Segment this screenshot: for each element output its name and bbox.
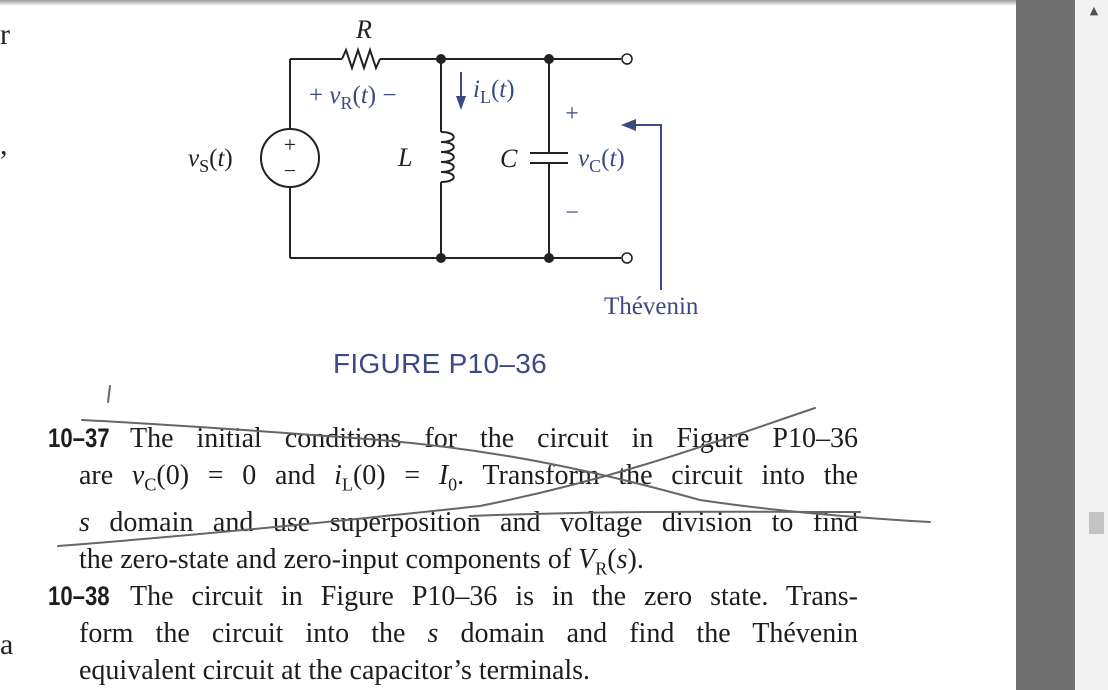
source-minus: −	[284, 158, 296, 183]
inductor-label: L	[397, 143, 412, 172]
thevenin-pointer	[632, 124, 662, 290]
problem-text-line: the zero-state and zero-input components…	[79, 543, 644, 579]
problem-text-line: s domain and use superposition and volta…	[79, 506, 858, 538]
source-voltage-label: vS(t)	[188, 145, 233, 176]
inductor-current-label: iL(t)	[473, 76, 515, 107]
thevenin-label: Thévenin	[604, 293, 699, 320]
source-plus: +	[284, 132, 296, 157]
resistor-symbol	[341, 46, 381, 72]
resistor-voltage-label: + vR(t) −	[309, 82, 396, 113]
margin-fragment-bottom: a	[0, 628, 14, 661]
inductor-symbol	[440, 131, 455, 183]
thevenin-arrowhead	[621, 119, 636, 131]
problem-number: 10–37	[48, 423, 110, 453]
scrollbar-thumb[interactable]	[1089, 512, 1104, 534]
circuit-nodes	[436, 54, 554, 263]
capacitor-plus: +	[565, 101, 579, 127]
scrollbar-gutter[interactable]	[1075, 0, 1108, 690]
problem-number: 10–38	[48, 581, 110, 611]
problem-text-line: form the circuit into the s domain and f…	[79, 618, 858, 649]
capacitor-minus: −	[565, 200, 579, 226]
capacitor-label: C	[500, 144, 518, 173]
top-shadow	[0, 0, 1016, 6]
problem-10-37: 10–37 The initial conditions for the circ…	[48, 420, 858, 587]
inductor-current-arrowhead	[456, 96, 466, 110]
margin-fragment-middle: ,	[0, 128, 8, 161]
resistor-label: R	[355, 15, 372, 44]
voltage-source-symbol	[260, 128, 320, 188]
scroll-up-icon[interactable]: ▲	[1089, 4, 1099, 17]
circuit-wires	[260, 46, 621, 259]
problem-text-line: The initial conditions for the circuit i…	[130, 423, 858, 454]
margin-fragment-top: r	[0, 18, 10, 51]
capacitor-voltage-label: vC(t)	[578, 145, 625, 176]
circuit-figure: + − R L C vS(t) + vR(t) − iL(t) + − vC(t…	[188, 15, 699, 320]
problem-10-38: 10–38 The circuit in Figure P10–36 is in …	[48, 578, 858, 689]
problem-text-line: are vC(0) = 0 and iL(0) = I0. Transform …	[79, 460, 858, 495]
terminals	[621, 53, 633, 264]
pen-tick	[107, 385, 111, 403]
problem-text-line: The circuit in Figure P10–36 is in the z…	[130, 581, 858, 612]
problem-text-line: equivalent circuit at the capacitor’s te…	[79, 655, 591, 686]
document-page: r , a	[0, 0, 1016, 689]
figure-caption: FIGURE P10–36	[333, 348, 547, 379]
